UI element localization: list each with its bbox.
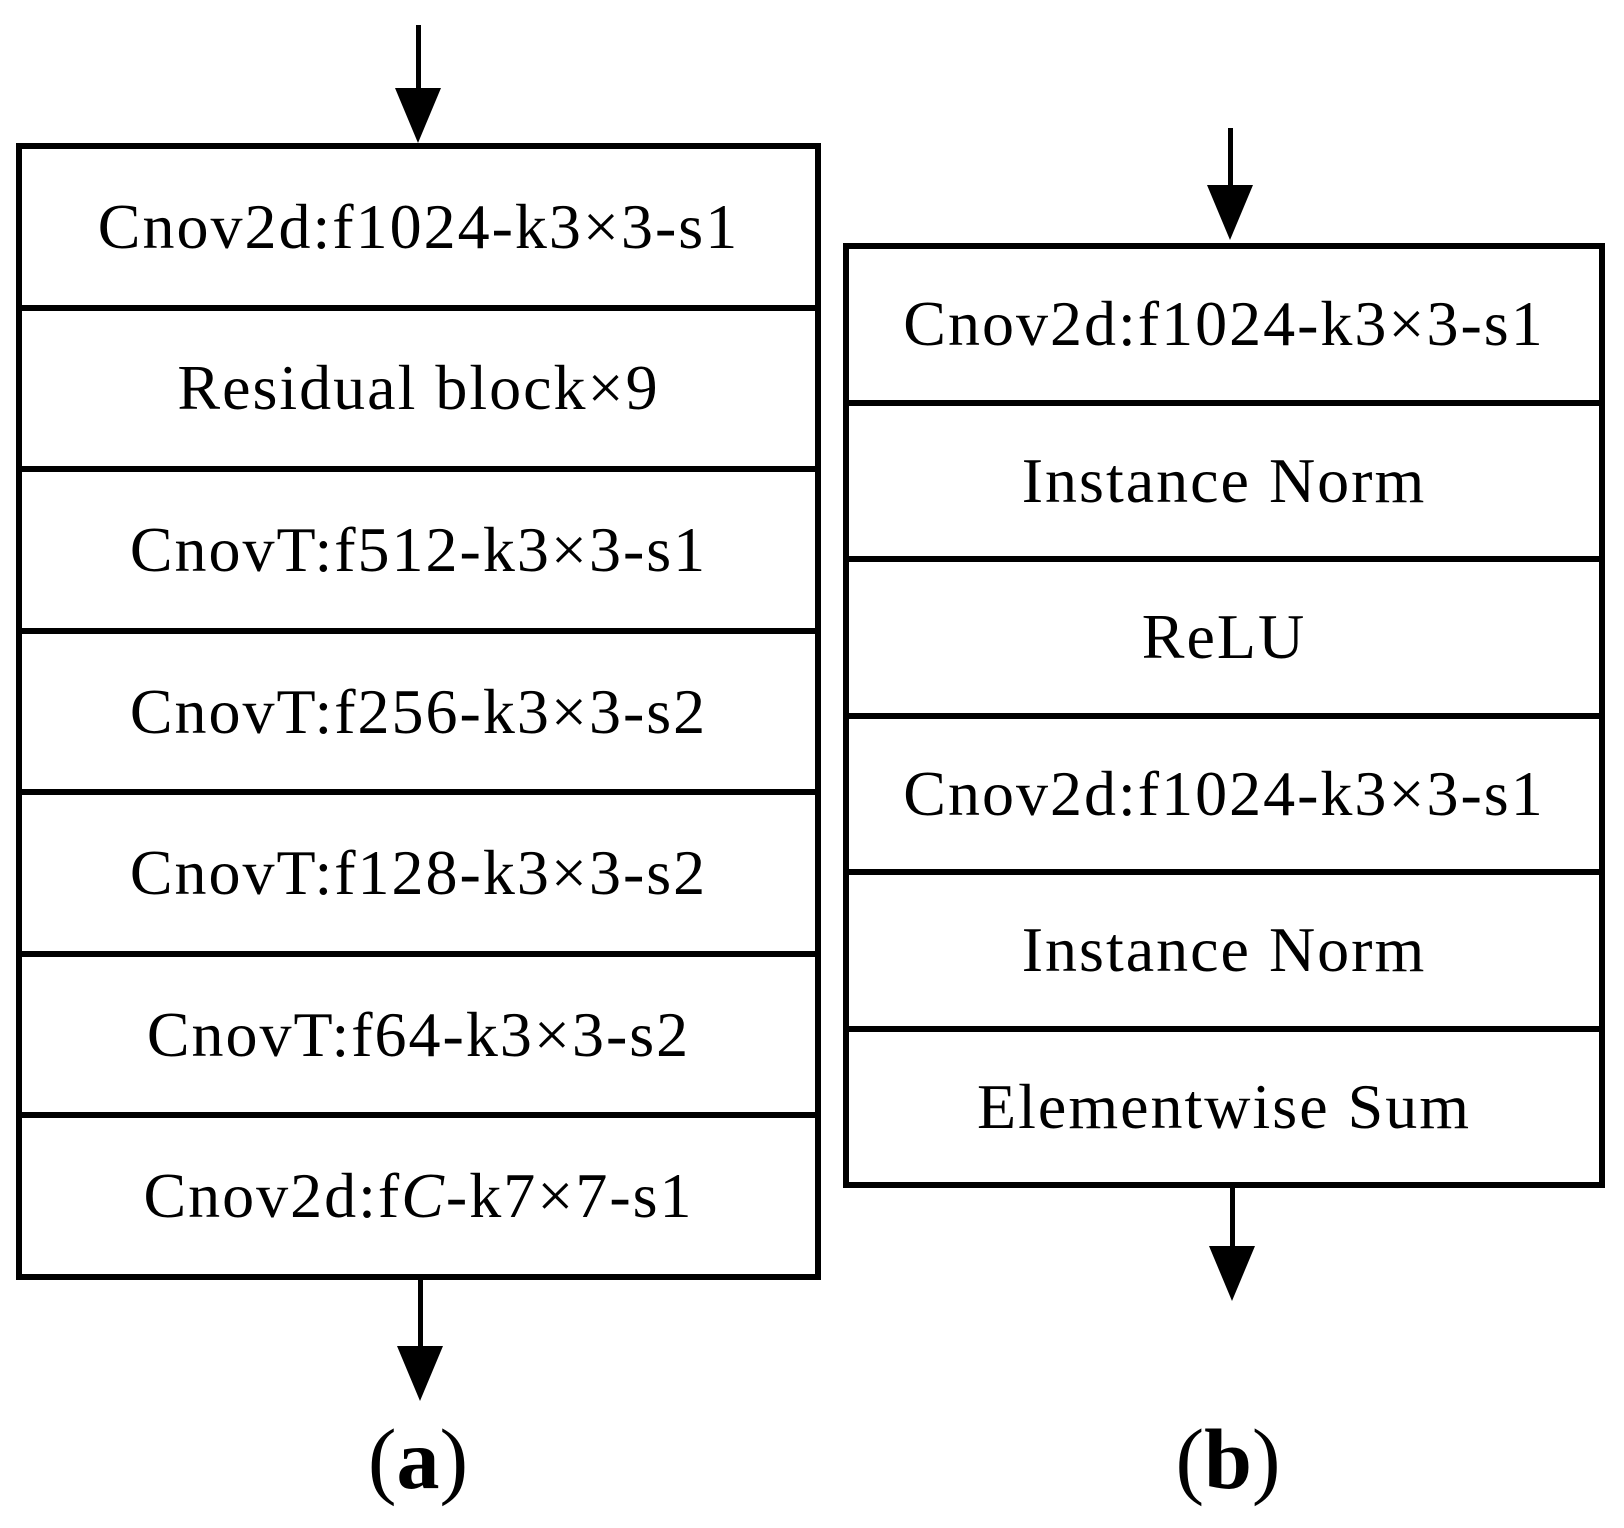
layer-row-elementwise-sum: Elementwise Sum xyxy=(849,1025,1599,1183)
channel-variable: C xyxy=(401,1160,446,1232)
panel-a-output-arrow xyxy=(397,1280,443,1401)
layer-row-conv2d-f1024: Cnov2d:f1024-k3×3-s1 xyxy=(97,190,740,262)
layer-text-prefix: Cnov2d:f xyxy=(143,1160,402,1232)
layer-row-convt-f128: CnovT:f128-k3×3-s2 xyxy=(22,789,815,951)
panel-a-input-arrow xyxy=(395,25,441,143)
caption-letter-b: b xyxy=(1204,1411,1252,1507)
layer-row-convt-f512: CnovT:f512-k3×3-s1 xyxy=(22,466,815,628)
layer-row-instance-norm-1: Instance Norm xyxy=(849,399,1599,557)
arrow-stem xyxy=(417,1280,423,1346)
panel-a-layer-stack: Cnov2d:f1024-k3×3-s1 Residual block×9 Cn… xyxy=(16,143,821,1280)
panel-a-caption: (a) xyxy=(298,1412,538,1507)
arrow-down-icon xyxy=(1209,1246,1255,1301)
layer-row-convt-f64: CnovT:f64-k3×3-s2 xyxy=(22,950,815,1113)
caption-paren-close: ) xyxy=(439,1411,469,1507)
arrow-down-icon xyxy=(395,88,441,143)
panel-b-caption: (b) xyxy=(1108,1412,1348,1507)
panel-b-input-arrow xyxy=(1207,128,1253,240)
caption-paren-close: ) xyxy=(1251,1411,1281,1507)
panel-b-output-arrow xyxy=(1209,1188,1255,1301)
layer-row-conv2d-f1024-1: Cnov2d:f1024-k3×3-s1 xyxy=(903,288,1545,360)
panel-b-layer-stack: Cnov2d:f1024-k3×3-s1 Instance Norm ReLU … xyxy=(843,243,1605,1188)
arrow-stem xyxy=(1227,128,1233,185)
arrow-down-icon xyxy=(397,1346,443,1401)
arrow-down-icon xyxy=(1207,185,1253,240)
layer-row-conv2d-f1024-2: Cnov2d:f1024-k3×3-s1 xyxy=(849,712,1599,870)
layer-row-relu: ReLU xyxy=(849,556,1599,713)
arrow-stem xyxy=(1229,1188,1235,1246)
caption-paren-open: ( xyxy=(367,1411,397,1507)
layer-text-suffix: -k7×7-s1 xyxy=(445,1160,694,1232)
caption-letter-a: a xyxy=(396,1411,440,1507)
layer-row-residual-block: Residual block×9 xyxy=(22,304,815,467)
layer-row-convt-f256: CnovT:f256-k3×3-s2 xyxy=(22,627,815,790)
layer-row-instance-norm-2: Instance Norm xyxy=(849,869,1599,1026)
caption-paren-open: ( xyxy=(1175,1411,1205,1507)
arrow-stem xyxy=(415,25,421,88)
